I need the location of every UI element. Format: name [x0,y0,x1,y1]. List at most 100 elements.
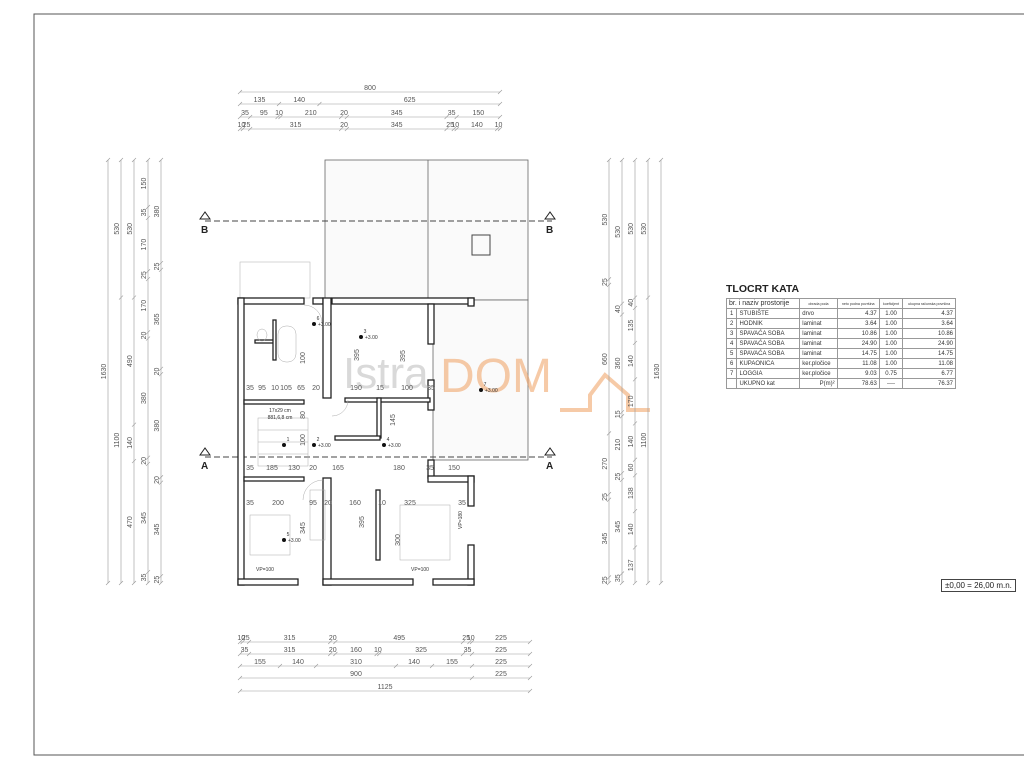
plan-label: 300 [395,534,402,546]
dimension-label: 530 [628,223,635,235]
toilet [256,328,268,342]
cell-coef: 1.00 [878,348,904,359]
dimension-label: 10 [237,635,245,642]
dimension-label: 530 [127,223,134,235]
dimension-label: 35 [615,574,622,582]
plan-label: 35 [427,385,435,392]
cell-name: SPAVAĆA SOBA [736,328,801,339]
dimension-label: 470 [127,516,134,528]
plan-label: 35 [246,500,254,507]
dimension-label: 60 [628,464,635,472]
cell-total: 24.90 [902,338,956,349]
dimension-label: 150 [472,110,484,117]
cell-area: 14.75 [836,348,880,359]
dimension-label: 10 [467,635,475,642]
dimension-label: 270 [602,458,609,470]
dimension-label: 210 [305,110,317,117]
dimension-label: 40 [628,299,635,307]
plan-label: 325 [404,500,416,507]
dimension-label: 20 [329,635,337,642]
plan-label: 200 [272,500,284,507]
plan-label: 35 [246,385,254,392]
dimension-label: 310 [350,659,362,666]
dimension-label: 1100 [114,433,121,448]
dimension-label: 170 [628,395,635,407]
dimension-label: 140 [292,659,304,666]
level-label: +3.00 [288,538,301,544]
level-label: +3.00 [318,443,331,449]
dimension-label: 20 [154,476,161,484]
cell-area: 9.03 [836,368,880,379]
plan-label: 2 [317,437,320,443]
level-marker-icon [282,443,286,447]
dimension-label: 345 [154,524,161,536]
dimension-label: 25 [615,473,622,481]
balcony-outline [239,261,311,299]
dimension-label: 20 [340,122,348,129]
svg-text:DOM: DOM [440,350,552,403]
cell-total: 14.75 [902,348,956,359]
table-footer: UKUPNO kat P(m)² 78.63 ---- 76.37 [725,378,956,389]
dimension-label: 35 [141,574,148,582]
plan-label: 10 [271,385,279,392]
dimension-label: 380 [141,392,148,404]
plan-label: 6 [317,316,320,322]
level-label: +3.00 [485,388,498,394]
cell-total: 4.37 [902,308,956,319]
dimension-label: 530 [602,214,609,226]
walls [237,297,475,586]
plan-label: 180 [393,465,405,472]
plan-label: 7 [484,382,487,388]
plan-label: 160 [349,500,361,507]
dimension-label: 530 [641,223,648,235]
header-total: ukupna računska površina [902,298,956,309]
plan-label: 100 [300,352,307,364]
fixtures [249,304,451,561]
dimension-label: 1100 [641,433,648,448]
cell-name: SPAVAĆA SOBA [736,348,801,359]
dimension-label: 325 [415,647,427,654]
dimension-label: 150 [141,178,148,190]
dimension-label: 1125 [377,684,392,691]
plan-label: 17x29 cm [269,408,291,414]
cell-name: SPAVAĆA SOBA [736,338,801,349]
section-line-b: B B [199,211,556,236]
cell-area: 10.86 [836,328,880,339]
plan-label: 95 [258,385,266,392]
dimension-label: 225 [495,659,507,666]
dimension-label: 140 [293,97,305,104]
dimension-label: 315 [284,635,296,642]
section-label-a-right: A [546,461,553,472]
cell-area: 4.37 [836,308,880,319]
dimension-label: 25 [243,122,251,129]
dimension-label: 800 [364,85,376,92]
dimension-label: 1630 [654,364,661,380]
plan-label: 395 [400,350,407,362]
wardrobe [309,489,326,541]
dimension-label: 20 [141,457,148,465]
header-floor: obrada poda [799,298,838,309]
dimension-label: 365 [154,313,161,325]
plan-label: 20 [309,465,317,472]
watermark-logo: Istra DOM [343,349,650,412]
sheet-border [33,13,1024,756]
dimension-label: 140 [471,122,483,129]
cell-coef: 1.00 [878,358,904,369]
level-label: +3.00 [318,322,331,328]
section-line-a: A A [199,447,556,472]
dimension-label: 25 [242,635,250,642]
cell-no: 6 [725,358,738,369]
cell-name: LOGGIA [736,368,801,379]
dimension-label: 140 [408,659,420,666]
plan-label: VP=180 [458,511,464,529]
level-marker-icon [312,443,316,447]
svg-text:Istra: Istra [343,349,429,398]
dimension-label: 1630 [101,364,108,380]
legend-title: TLOCRT KATA [726,283,800,295]
plan-label: 5 [287,532,290,538]
dimension-label: 25 [602,576,609,584]
dimension-label: 10 [495,122,503,129]
